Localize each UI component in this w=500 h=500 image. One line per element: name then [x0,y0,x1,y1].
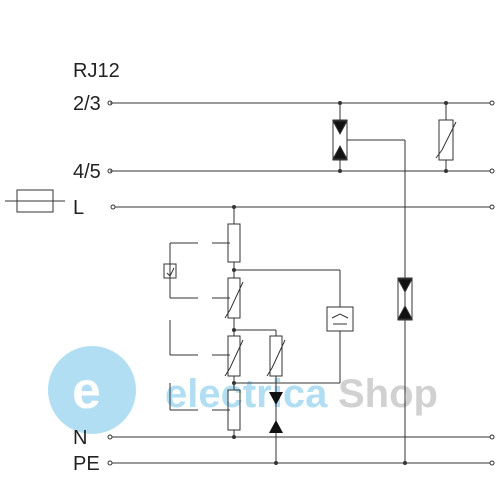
label-line-2-3: 2/3 [73,93,101,115]
label-line-pe: PE [73,453,100,475]
suppressor-diode-rj12 [332,103,348,171]
watermark-circle [48,346,136,434]
varistor-1 [224,277,244,336]
terminal-pe-right [489,460,495,466]
junction-4-5-varistor [444,169,448,173]
terminal-4-5-left [107,168,113,174]
diode-n-pe-top [269,392,283,405]
terminal-pe-left [107,460,113,466]
diode-n-pe-bottom [269,420,283,433]
diode-triangle-bottom [332,144,348,160]
terminal-l-right [489,204,495,210]
status-indicator [326,306,354,332]
junction-l [232,205,236,209]
terminal-2-3-right [489,100,495,106]
junction-4-5-diode [338,169,342,173]
junction-lower [232,381,236,385]
junction-upper [232,268,236,272]
diode-pe-triangle-bottom [397,304,413,320]
fuse-symbol [5,189,65,213]
terminal-4-5-right [489,168,495,174]
junction-middle [232,328,236,332]
watermark-letter: e [72,362,101,420]
label-rj12: RJ12 [73,60,120,82]
junction-2-3-diode [338,101,342,105]
diode-triangle-top [332,120,348,136]
terminal-l-left [110,204,116,210]
label-line-4-5: 4/5 [73,161,101,183]
terminal-2-3-left [107,100,113,106]
suppressor-diode-pe [397,277,413,321]
varistor-3 [266,335,286,390]
thermal-switch [163,263,177,279]
terminal-n-left [107,434,113,440]
watermark: e electrica Shop [48,346,438,434]
watermark-text-gray: Shop [338,372,438,416]
junction-2-3-varistor [444,101,448,105]
watermark-text-blue: electrica [165,372,328,416]
varistor-rj12 [435,103,457,171]
label-line-n: N [73,427,87,449]
label-line-l: L [73,197,84,219]
junction-pe-left [274,461,278,465]
terminal-n-right [489,434,495,440]
junction-pe-right [403,461,407,465]
junction-n [232,435,236,439]
diode-pe-triangle-top [397,278,413,294]
mechanical-links [170,242,230,411]
